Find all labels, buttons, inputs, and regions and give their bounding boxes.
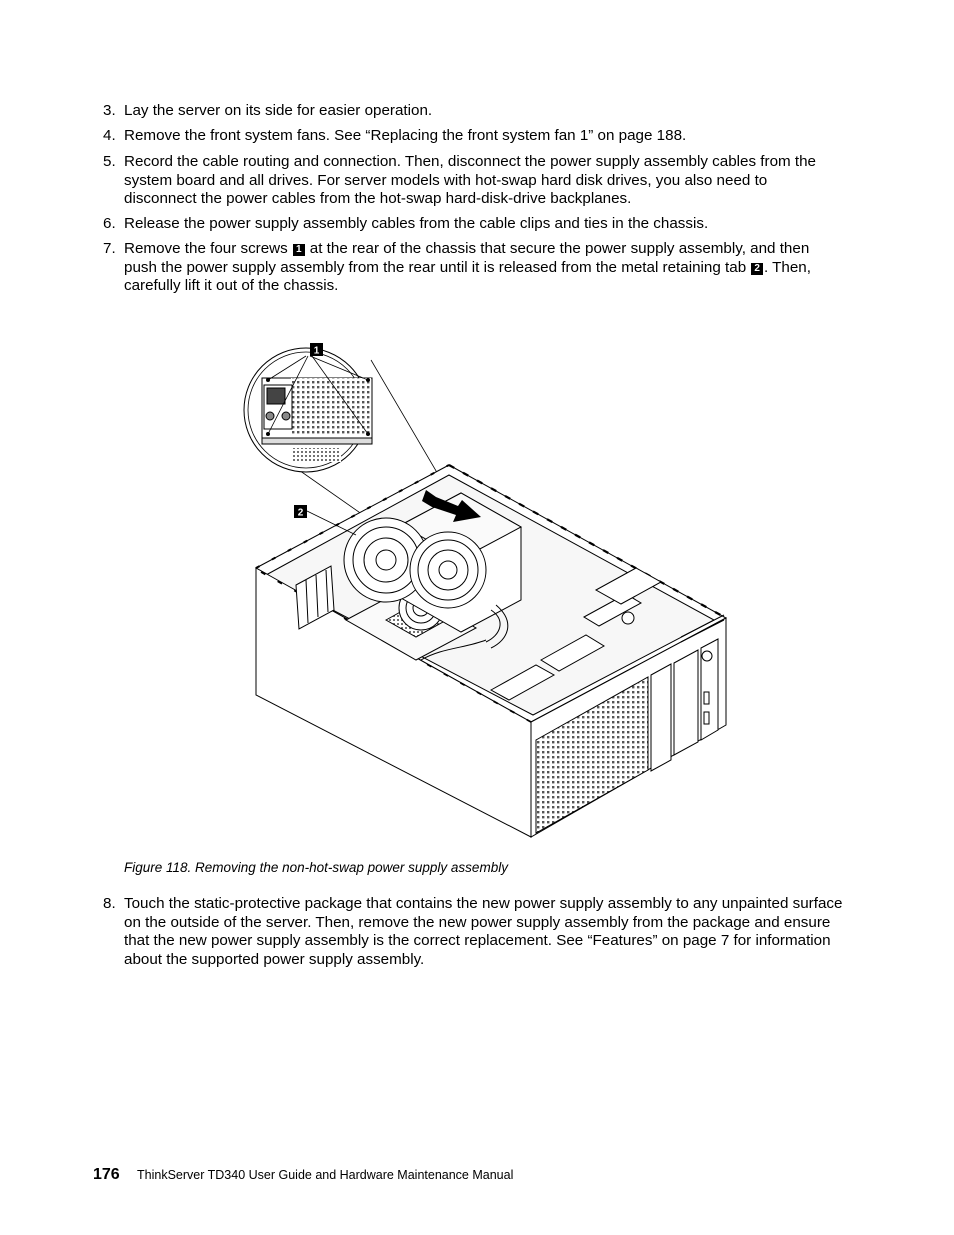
step-6: 6. Release the power supply assembly cab… <box>103 215 843 234</box>
step-text: Release the power supply assembly cables… <box>124 215 709 232</box>
step-text: Remove the four screws 1 at the rear of … <box>124 240 843 296</box>
step-3: 3. Lay the server on its side for easier… <box>103 102 843 121</box>
step-text: Touch the static-protective package that… <box>124 895 843 968</box>
step-7: 7. Remove the four screws 1 at the rear … <box>103 240 843 296</box>
callout-badge: 1 <box>292 244 305 256</box>
step-number: 6. <box>103 215 116 232</box>
rear-detail-magnifier <box>243 347 373 473</box>
power-supply-removal-figure: 1 2 <box>243 343 728 838</box>
footer-title: ThinkServer TD340 User Guide and Hardwar… <box>137 1168 514 1182</box>
arrow-icon <box>422 490 481 522</box>
step-number: 5. <box>103 153 116 170</box>
step-number: 4. <box>103 127 116 144</box>
figure-callout-2: 2 <box>298 508 304 519</box>
page-number: 176 <box>93 1166 120 1183</box>
step-text-part: at the rear of the chassis that secure t… <box>124 240 810 276</box>
step-text-part: Remove the four screws <box>124 240 288 257</box>
step-number: 7. <box>103 240 116 257</box>
callout-badge: 2 <box>751 262 763 275</box>
figure-callout-1: 1 <box>314 346 320 357</box>
step-8: 8. Touch the static-protective package t… <box>103 895 843 969</box>
step-5: 5. Record the cable routing and connecti… <box>103 153 843 209</box>
step-text: Lay the server on its side for easier op… <box>124 102 433 119</box>
step-number: 3. <box>103 102 116 119</box>
step-text: Record the cable routing and connection.… <box>124 153 816 207</box>
step-text: Remove the front system fans. See “Repla… <box>124 127 687 144</box>
step-4: 4. Remove the front system fans. See “Re… <box>103 127 843 146</box>
step-number: 8. <box>103 895 116 912</box>
step-text-part: . Then, carefully lift it out of the cha… <box>124 258 811 295</box>
chassis-illustration <box>254 464 728 838</box>
figure-caption: Figure 118. Removing the non-hot-swap po… <box>124 860 508 875</box>
